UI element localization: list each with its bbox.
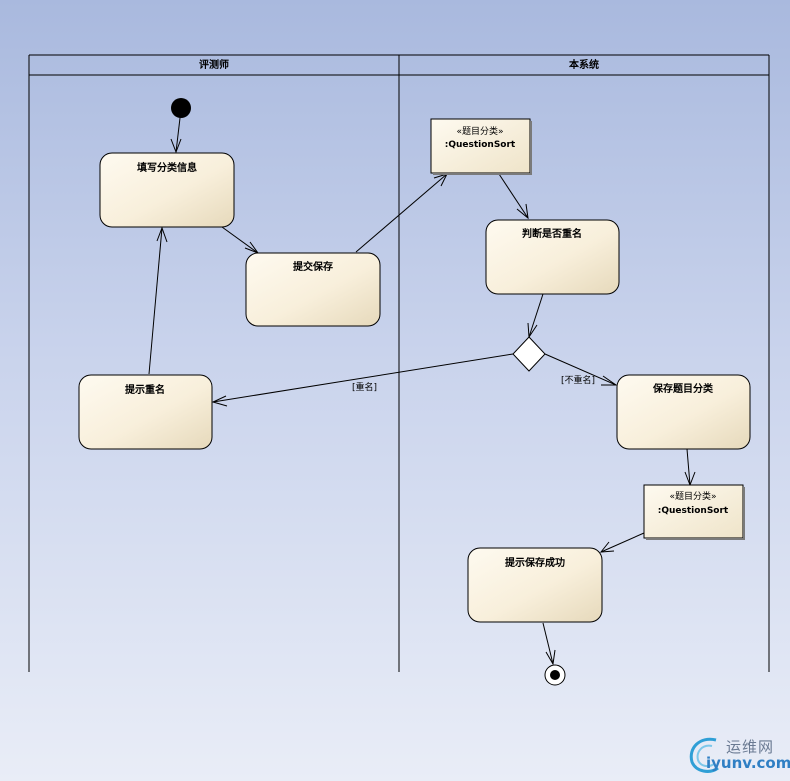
- watermark-text-top: 运维网: [726, 738, 775, 756]
- flow-save-to-object: [686, 448, 691, 486]
- arrowhead-icon: [211, 395, 228, 407]
- lane-title-right: 本系统: [569, 58, 599, 71]
- arrowhead-icon: [599, 541, 615, 553]
- arrowhead-icon: [170, 138, 182, 154]
- final-node-icon[interactable]: [544, 664, 566, 686]
- action-label: 提交保存: [293, 260, 333, 273]
- swimlane-left: 评测师: [28, 54, 399, 672]
- flow-start-to-fill: [175, 117, 181, 153]
- action-save-category[interactable]: 保存题目分类: [616, 374, 751, 450]
- guard-duplicate: [重名]: [352, 381, 377, 393]
- action-submit-save[interactable]: 提交保存: [245, 252, 381, 327]
- object-stereotype: «题目分类»: [456, 125, 503, 137]
- flow-object-to-success: [600, 532, 645, 553]
- flow-fill-to-submit: [221, 226, 259, 254]
- flow-success-to-end: [542, 622, 554, 665]
- action-fill-info[interactable]: 填写分类信息: [99, 152, 235, 228]
- flow-check-to-decision: [528, 293, 544, 338]
- object-stereotype: «题目分类»: [669, 490, 716, 502]
- initial-node-icon[interactable]: [171, 98, 191, 118]
- action-label: 保存题目分类: [652, 382, 713, 395]
- flow-object-to-check: [498, 173, 529, 219]
- guard-not-duplicate: [不重名]: [561, 374, 595, 386]
- arrowhead-icon: [516, 203, 529, 220]
- flow-decision-to-prompt-duplicate: [212, 353, 514, 403]
- flow-submit-to-object: [355, 173, 448, 253]
- action-prompt-duplicate[interactable]: 提示重名: [78, 374, 213, 450]
- object-node-question-sort-1[interactable]: «题目分类» :QuestionSort: [430, 118, 532, 175]
- watermark-text-bottom: iyunv.com: [706, 754, 790, 772]
- object-name: :QuestionSort: [658, 506, 729, 516]
- watermark-swirl-icon: [689, 737, 719, 773]
- action-label: 提示重名: [125, 383, 165, 396]
- action-prompt-success[interactable]: 提示保存成功: [467, 547, 603, 623]
- object-name: :QuestionSort: [445, 140, 516, 150]
- object-node-question-sort-2[interactable]: «题目分类» :QuestionSort: [643, 484, 745, 540]
- lane-title-left: 评测师: [199, 58, 229, 71]
- watermark-logo: 运维网 iyunv.com: [686, 732, 790, 776]
- action-check-duplicate[interactable]: 判断是否重名: [485, 219, 620, 295]
- flow-prompt-to-fill: [148, 227, 163, 375]
- action-label: 填写分类信息: [137, 161, 197, 174]
- swimlane-right: 本系统: [398, 54, 770, 672]
- arrowhead-icon: [545, 649, 556, 666]
- arrowhead-icon: [156, 226, 168, 243]
- flow-decision-to-save: [544, 353, 617, 386]
- control-flows: [148, 117, 696, 666]
- arrowhead-icon: [601, 375, 618, 386]
- action-label: 判断是否重名: [522, 227, 582, 240]
- action-label: 提示保存成功: [505, 556, 565, 569]
- decision-node-icon[interactable]: [512, 336, 546, 372]
